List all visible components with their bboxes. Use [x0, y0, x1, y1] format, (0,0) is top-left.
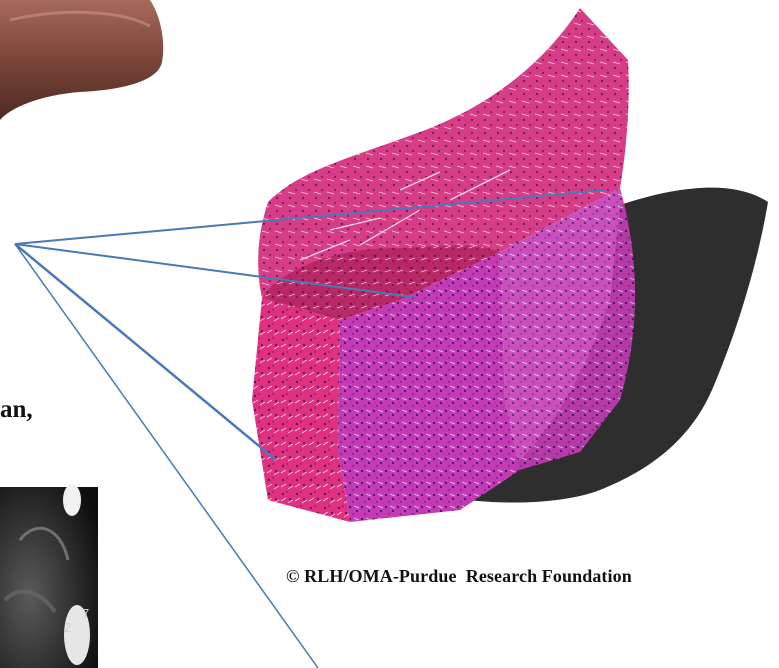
liver-tissue-block-image: [252, 8, 635, 522]
scan-number-label: 2: [64, 620, 71, 635]
copyright-caption: © RLH/OMA-Purdue Research Foundation: [286, 566, 632, 587]
ct-scan-image: [0, 484, 98, 668]
partial-heading-text: an,: [0, 396, 33, 424]
liver-organ-image: [0, 0, 163, 120]
scan-number-label: 7: [82, 606, 89, 621]
